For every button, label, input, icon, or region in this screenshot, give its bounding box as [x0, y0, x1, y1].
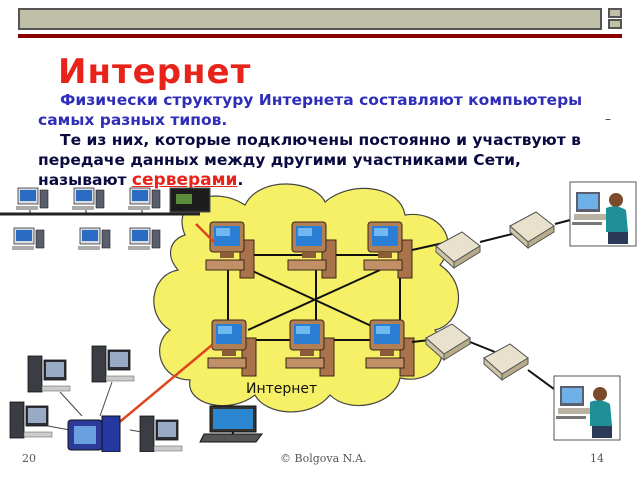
desktop-computer-icon: [15, 187, 49, 211]
cloud-label: Интернет: [246, 381, 318, 397]
network-card-icon: [169, 187, 211, 213]
stray-dash: –: [605, 112, 611, 126]
internet-cloud: [153, 183, 460, 413]
top-bar-main: [18, 8, 602, 30]
lan-to-cloud-links: [109, 223, 215, 431]
server-icon: [67, 415, 121, 452]
top-bar-mini-lower: [608, 19, 622, 29]
paragraph-servers-text: Те из них, которые подключены постоянно …: [38, 131, 581, 189]
desktop-computer-icon: [71, 187, 105, 211]
top-bar-mini-upper: [608, 8, 622, 18]
footer-page-number: 14: [590, 452, 604, 465]
accent-line: [18, 34, 622, 38]
slide-title: Интернет: [58, 52, 252, 92]
laptop-icon: [199, 405, 263, 443]
footer-date: 20: [22, 452, 36, 465]
internet-network-diagram: [0, 181, 637, 452]
user-at-computer-icon: [569, 181, 637, 247]
desktop-computer-icon: [11, 227, 45, 251]
modem-icon: [509, 211, 555, 249]
servers-keyword: серверами: [131, 170, 238, 190]
paragraph-physical-structure: Физически структуру Интернета составляют…: [38, 91, 583, 129]
desktop-computer-icon: [9, 401, 53, 439]
desktop-computer-icon: [139, 415, 183, 452]
user-at-computer-icon: [553, 375, 621, 441]
footer-author: © Bolgova N.A.: [280, 452, 367, 465]
top-decorative-bar: [18, 8, 622, 30]
desktop-computer-icon: [127, 227, 161, 251]
desktop-computer-icon: [27, 355, 71, 393]
paragraph-servers-end: .: [237, 171, 244, 189]
desktop-computer-icon: [127, 187, 161, 211]
desktop-computer-icon: [91, 345, 135, 383]
desktop-computer-icon: [77, 227, 111, 251]
paragraph-servers: Те из них, которые подключены постоянно …: [38, 130, 608, 190]
